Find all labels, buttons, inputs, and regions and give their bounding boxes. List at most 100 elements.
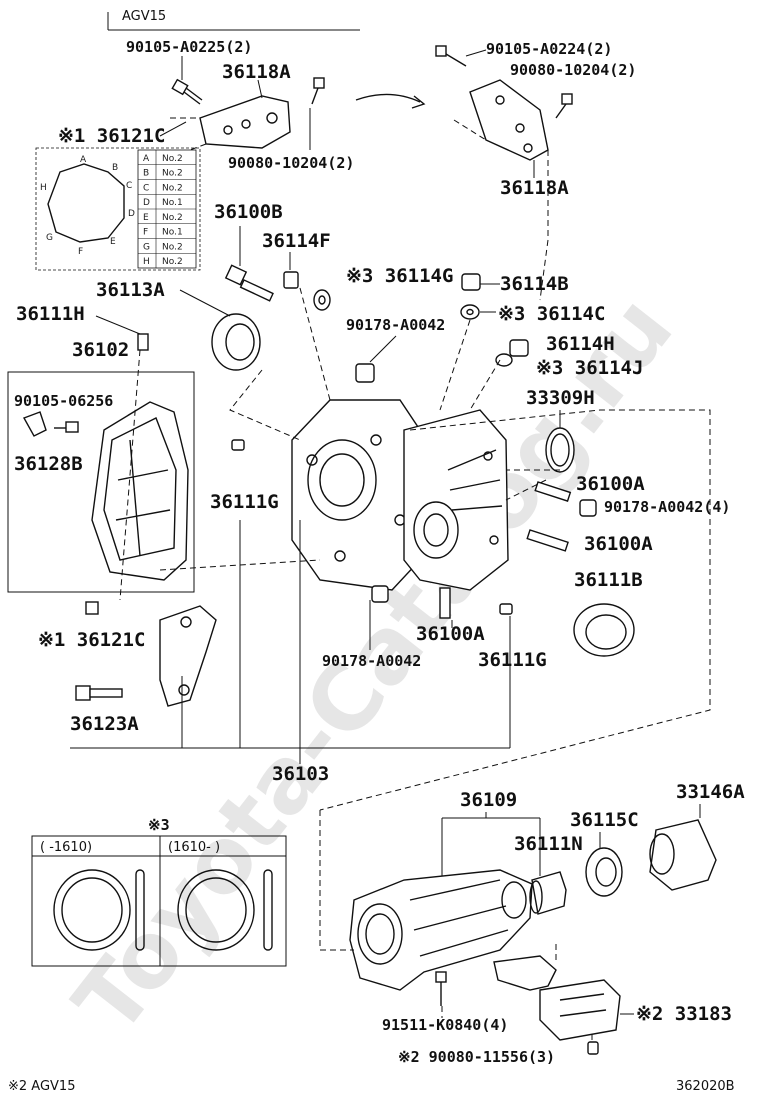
bolt-table-value: No.2 [162, 257, 183, 267]
label-90105-a0225[interactable]: 90105-A0225(2) [126, 38, 252, 56]
bracket-36128b-icon [22, 411, 47, 437]
bolt-90105-06256-icon [54, 421, 79, 433]
label-36100a-3[interactable]: 36100A [416, 623, 485, 645]
label-36111g-left[interactable]: 36111G [210, 491, 279, 513]
label-36100a-2[interactable]: 36100A [584, 533, 653, 555]
cover-36102-group-box [7, 371, 195, 593]
svg-text:D: D [128, 209, 135, 219]
bolt-36100b-icon [224, 264, 274, 302]
label-36114f[interactable]: 36114F [262, 230, 331, 252]
bolt-table-value: No.1 [162, 228, 183, 238]
bolt-table-key: A [143, 154, 150, 164]
label-90105-a0224[interactable]: 90105-A0224(2) [486, 40, 612, 58]
bracket-36123a-icon [159, 605, 217, 707]
oil-seal-36113a-icon [211, 313, 261, 371]
bolt-36123a-icon [75, 685, 123, 701]
o-ring-33309h-icon [545, 427, 575, 473]
bolt-position-key: A B C D E F G H [35, 147, 201, 271]
label-36114b[interactable]: 36114B [500, 273, 569, 295]
label-36128b[interactable]: 36128B [14, 453, 83, 475]
transition-arrow [355, 93, 421, 103]
svg-text:F: F [78, 247, 83, 257]
pin-36111g-left-icon [231, 439, 245, 451]
label-36114j[interactable]: ※3 36114J [536, 357, 643, 379]
stud-36100a-2-icon [526, 529, 569, 552]
label-36100b[interactable]: 36100B [214, 201, 283, 223]
label-91511-k0840[interactable]: 91511-K0840(4) [382, 1016, 508, 1034]
label-90080-10204-left[interactable]: 90080-10204(2) [228, 154, 354, 172]
stud-36100a-1-icon [534, 481, 572, 502]
label-note3[interactable]: ※3 [148, 816, 170, 834]
svg-text:E: E [110, 237, 116, 247]
label-agv15-top: AGV15 [122, 9, 166, 24]
label-36111g-right[interactable]: 36111G [478, 649, 547, 671]
seal-36115c-icon [585, 847, 623, 897]
bracket-36118a-right-icon [469, 79, 549, 161]
plug-36114f-icon [283, 271, 299, 289]
label-90080-11556[interactable]: ※2 90080-11556(3) [398, 1048, 555, 1066]
bolt-table-key: E [143, 213, 149, 223]
mount-33183-icon [493, 955, 621, 1041]
transfer-case-rear-icon [403, 409, 509, 591]
washer-36114c-icon [460, 304, 480, 320]
bolt-table-key: G [143, 242, 150, 252]
label-36111b[interactable]: 36111B [574, 569, 643, 591]
label-90080-10204-right[interactable]: 90080-10204(2) [510, 61, 636, 79]
label-36111h[interactable]: 36111H [16, 303, 85, 325]
label-36102[interactable]: 36102 [72, 339, 129, 361]
svg-text:B: B [112, 163, 118, 173]
label-36114h[interactable]: 36114H [546, 333, 615, 355]
label-36114c[interactable]: ※3 36114C [498, 303, 605, 325]
bracket-36118a-left-icon [199, 95, 291, 149]
extension-housing-36109-icon [349, 869, 533, 991]
label-36113a[interactable]: 36113A [96, 279, 165, 301]
label-33309h[interactable]: 33309H [526, 387, 595, 409]
label-36111n[interactable]: 36111N [514, 833, 583, 855]
washer-variants-inset: ( -1610) (1610- ) [31, 835, 287, 967]
washer-36114j-icon [495, 353, 513, 367]
label-90178-a0042-top[interactable]: 90178-A0042 [346, 316, 445, 334]
plug-36114b-icon [461, 273, 481, 291]
label-36118a-left[interactable]: 36118A [222, 61, 291, 83]
label-33146a[interactable]: 33146A [676, 781, 745, 803]
label-36109[interactable]: 36109 [460, 789, 517, 811]
svg-text:G: G [46, 233, 53, 243]
label-footer-note: ※2 AGV15 [8, 1079, 75, 1094]
label-33183[interactable]: ※2 33183 [636, 1003, 732, 1025]
bolt-table-key: H [143, 257, 150, 267]
nut-90178-a0042-top-icon [355, 363, 375, 383]
label-range-right: (1610- ) [168, 840, 220, 855]
svg-text:H: H [40, 183, 47, 193]
cover-36102-icon [91, 401, 189, 581]
svg-text:C: C [126, 181, 132, 191]
label-36115c[interactable]: 36115C [570, 809, 639, 831]
label-90178-a0042-4[interactable]: 90178-A0042(4) [604, 498, 730, 516]
label-36100a-1[interactable]: 36100A [576, 473, 645, 495]
nut-90178-a0042-bottom-icon [371, 585, 389, 603]
bolt-table-key: F [143, 228, 148, 238]
bolt-91511-k0840-icon [435, 971, 447, 1006]
bolt-90080-10204-left-icon [311, 77, 325, 105]
label-range-left: ( -1610) [40, 840, 92, 855]
bolt-36121c-bottom-icon [85, 601, 99, 615]
label-36123a[interactable]: 36123A [70, 713, 139, 735]
bolt-table-value: No.2 [162, 183, 183, 193]
label-diagram-code: 362020B [676, 1079, 735, 1094]
plug-36114h-icon [509, 339, 529, 357]
bolt-table-key: B [143, 169, 149, 179]
label-90105-06256[interactable]: 90105-06256 [14, 392, 113, 410]
label-90178-a0042-bottom[interactable]: 90178-A0042 [322, 652, 421, 670]
label-36118a-right[interactable]: 36118A [500, 177, 569, 199]
bolt-table-value: No.2 [162, 154, 183, 164]
bolt-90080-10204-right-icon [555, 93, 573, 119]
stud-36100a-3-icon [439, 587, 451, 619]
bolt-table-value: No.1 [162, 198, 183, 208]
label-36121c-note1-top[interactable]: ※1 36121C [58, 125, 165, 147]
bolt-table-value: No.2 [162, 213, 183, 223]
label-36103[interactable]: 36103 [272, 763, 329, 785]
bolt-90105-a0225-icon [171, 78, 203, 105]
label-36121c-note1-bottom[interactable]: ※1 36121C [38, 629, 145, 651]
label-36114g[interactable]: ※3 36114G [346, 265, 453, 287]
